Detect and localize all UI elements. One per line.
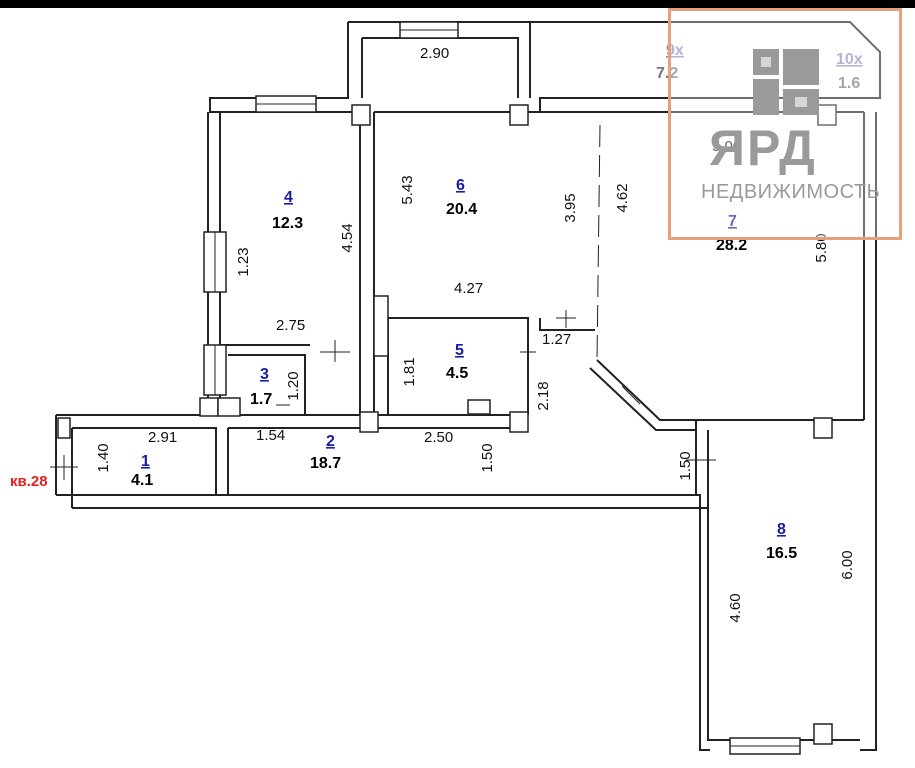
dim-2-50: 2.50 bbox=[424, 429, 453, 446]
room-number-10x: 10х bbox=[836, 51, 863, 68]
room-number-5: 5 bbox=[455, 342, 464, 359]
dim-2-91: 2.91 bbox=[148, 429, 177, 446]
room-area-6: 20.4 bbox=[446, 201, 477, 218]
dim-2-90: 2.90 bbox=[420, 45, 449, 62]
dim-2-18: 2.18 bbox=[535, 381, 552, 410]
neighbor-apartment-label: кв.28 bbox=[10, 473, 48, 490]
dim-4-54: 4.54 bbox=[339, 223, 356, 252]
room-number-6: 6 bbox=[456, 177, 465, 194]
room-area-2: 18.7 bbox=[310, 455, 341, 472]
dim-4-60: 4.60 bbox=[727, 593, 744, 622]
room-area-10x: 1.6 bbox=[838, 75, 860, 92]
room-number-1: 1 bbox=[141, 453, 150, 470]
dim-6-00: 6.00 bbox=[839, 550, 856, 579]
dim-2-75: 2.75 bbox=[276, 317, 305, 334]
dim-5-00: 5.00 bbox=[712, 138, 741, 155]
agency-logo-mark bbox=[753, 49, 819, 115]
dim-1-50-a: 1.50 bbox=[479, 443, 496, 472]
dim-1-81: 1.81 bbox=[401, 357, 418, 386]
dim-4-27: 4.27 bbox=[454, 280, 483, 297]
agency-logo-subtitle: НЕДВИЖИМОСТЬ bbox=[701, 181, 881, 203]
room-number-7: 7 bbox=[728, 213, 737, 230]
top-border bbox=[0, 0, 915, 8]
room-number-3: 3 bbox=[260, 366, 269, 383]
room-area-9x: 7.2 bbox=[656, 65, 678, 82]
dim-1-23: 1.23 bbox=[235, 247, 252, 276]
room-area-4: 12.3 bbox=[272, 215, 303, 232]
windows bbox=[203, 21, 801, 755]
dim-1-20: 1.20 bbox=[285, 371, 302, 400]
room-area-7: 28.2 bbox=[716, 237, 747, 254]
dim-1-54: 1.54 bbox=[256, 427, 285, 444]
room-area-8: 16.5 bbox=[766, 545, 797, 562]
room-area-3: 1.7 bbox=[250, 391, 272, 408]
room-labels: 1 4.1 2 18.7 3 1.7 4 12.3 5 4.5 6 20.4 7… bbox=[10, 42, 863, 562]
dim-1-40: 1.40 bbox=[95, 443, 112, 472]
room-number-8: 8 bbox=[777, 521, 786, 538]
dim-4-62: 4.62 bbox=[614, 183, 631, 212]
walls bbox=[55, 21, 881, 751]
dim-3-95: 3.95 bbox=[562, 193, 579, 222]
dim-5-43: 5.43 bbox=[399, 175, 416, 204]
room-number-4: 4 bbox=[284, 189, 293, 206]
room-number-2: 2 bbox=[326, 433, 335, 450]
dim-5-80: 5.80 bbox=[813, 233, 830, 262]
dim-1-50-b: 1.50 bbox=[677, 451, 694, 480]
dim-1-27: 1.27 bbox=[542, 331, 571, 348]
agency-logo-name: ЯРД bbox=[709, 120, 817, 176]
door-marks bbox=[50, 310, 716, 480]
room-area-1: 4.1 bbox=[131, 472, 153, 489]
agency-logo: ЯРД НЕДВИЖИМОСТЬ bbox=[668, 8, 902, 240]
dimension-labels: 2.90 5.43 4.54 1.23 2.75 3.95 4.62 4.27 … bbox=[95, 45, 856, 623]
room-area-5: 4.5 bbox=[446, 365, 468, 382]
